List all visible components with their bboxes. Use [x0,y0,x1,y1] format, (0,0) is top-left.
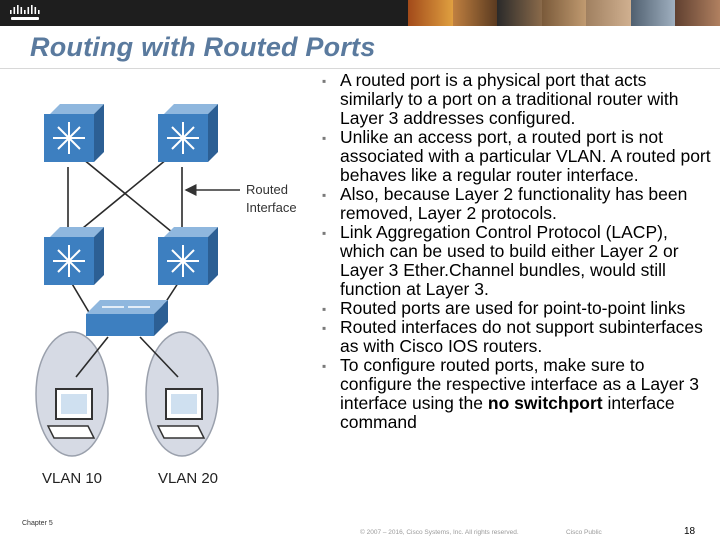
top-banner [0,0,720,26]
multilayer-switch-icon [158,227,218,285]
square-bullet-icon: ▪ [322,226,327,240]
vlan-10-label: VLAN 10 [42,470,102,487]
page-title: Routing with Routed Ports [30,32,376,62]
workgroup-switch-icon [86,300,168,336]
routed-label-line1: Routed [246,182,288,197]
square-bullet-icon: ▪ [322,131,327,145]
bullet-text: Routed ports are used for point-to-point… [340,298,686,318]
bullet-text: Link Aggregation Control Protocol (LACP)… [340,222,679,299]
square-bullet-icon: ▪ [322,359,327,373]
square-bullet-icon: ▪ [322,74,327,88]
bullet-item: ▪ Routed interfaces do not support subint… [322,318,712,356]
bullet-list: ▪ A routed port is a physical port that a… [322,71,712,432]
square-bullet-icon: ▪ [322,188,327,202]
network-diagram: Routed Interface VLAN 10 VLAN 20 [35,104,297,487]
bullet-text: Routed interfaces do not support subinte… [340,317,703,356]
pc-icon [46,388,96,439]
footer-classification: Cisco Public [566,529,602,536]
square-bullet-icon: ▪ [322,302,327,316]
bullet-text: Unlike an access port, a routed port is … [340,127,711,185]
vlan-20-label: VLAN 20 [158,470,218,487]
bullet-text: interface command [340,393,675,432]
people-photo-strip [408,0,720,26]
bullet-item: ▪ A routed port is a physical port that a… [322,71,712,128]
multilayer-switch-icon [158,104,218,162]
bullet-text: To configure routed ports, make sure to … [340,355,699,413]
multilayer-switch-icon [44,104,104,162]
footer-chapter: Chapter 5 [22,520,53,527]
footer-copyright: © 2007 – 2016, Cisco Systems, Inc. All r… [360,529,519,536]
bullet-item: ▪ To configure routed ports, make sure to… [322,356,712,432]
routed-label-line2: Interface [246,200,297,215]
bullet-text: Also, because Layer 2 functionality has … [340,184,688,223]
multilayer-switch-icon [44,227,104,285]
bullet-item: ▪ Unlike an access port, a routed port is… [322,128,712,185]
title-divider [0,68,720,69]
page-number: 18 [684,526,696,537]
pc-icon [156,388,206,439]
cisco-logo-icon [10,5,40,20]
bullet-item: ▪ Also, because Layer 2 functionality has… [322,185,712,223]
bullet-bold-text: no switchport [487,393,603,413]
bullet-item: ▪ Link Aggregation Control Protocol (LACP… [322,223,712,299]
bullet-text: A routed port is a physical port that ac… [340,70,679,128]
bullet-item: ▪ Routed ports are used for point-to-poin… [322,299,712,318]
square-bullet-icon: ▪ [322,321,327,335]
